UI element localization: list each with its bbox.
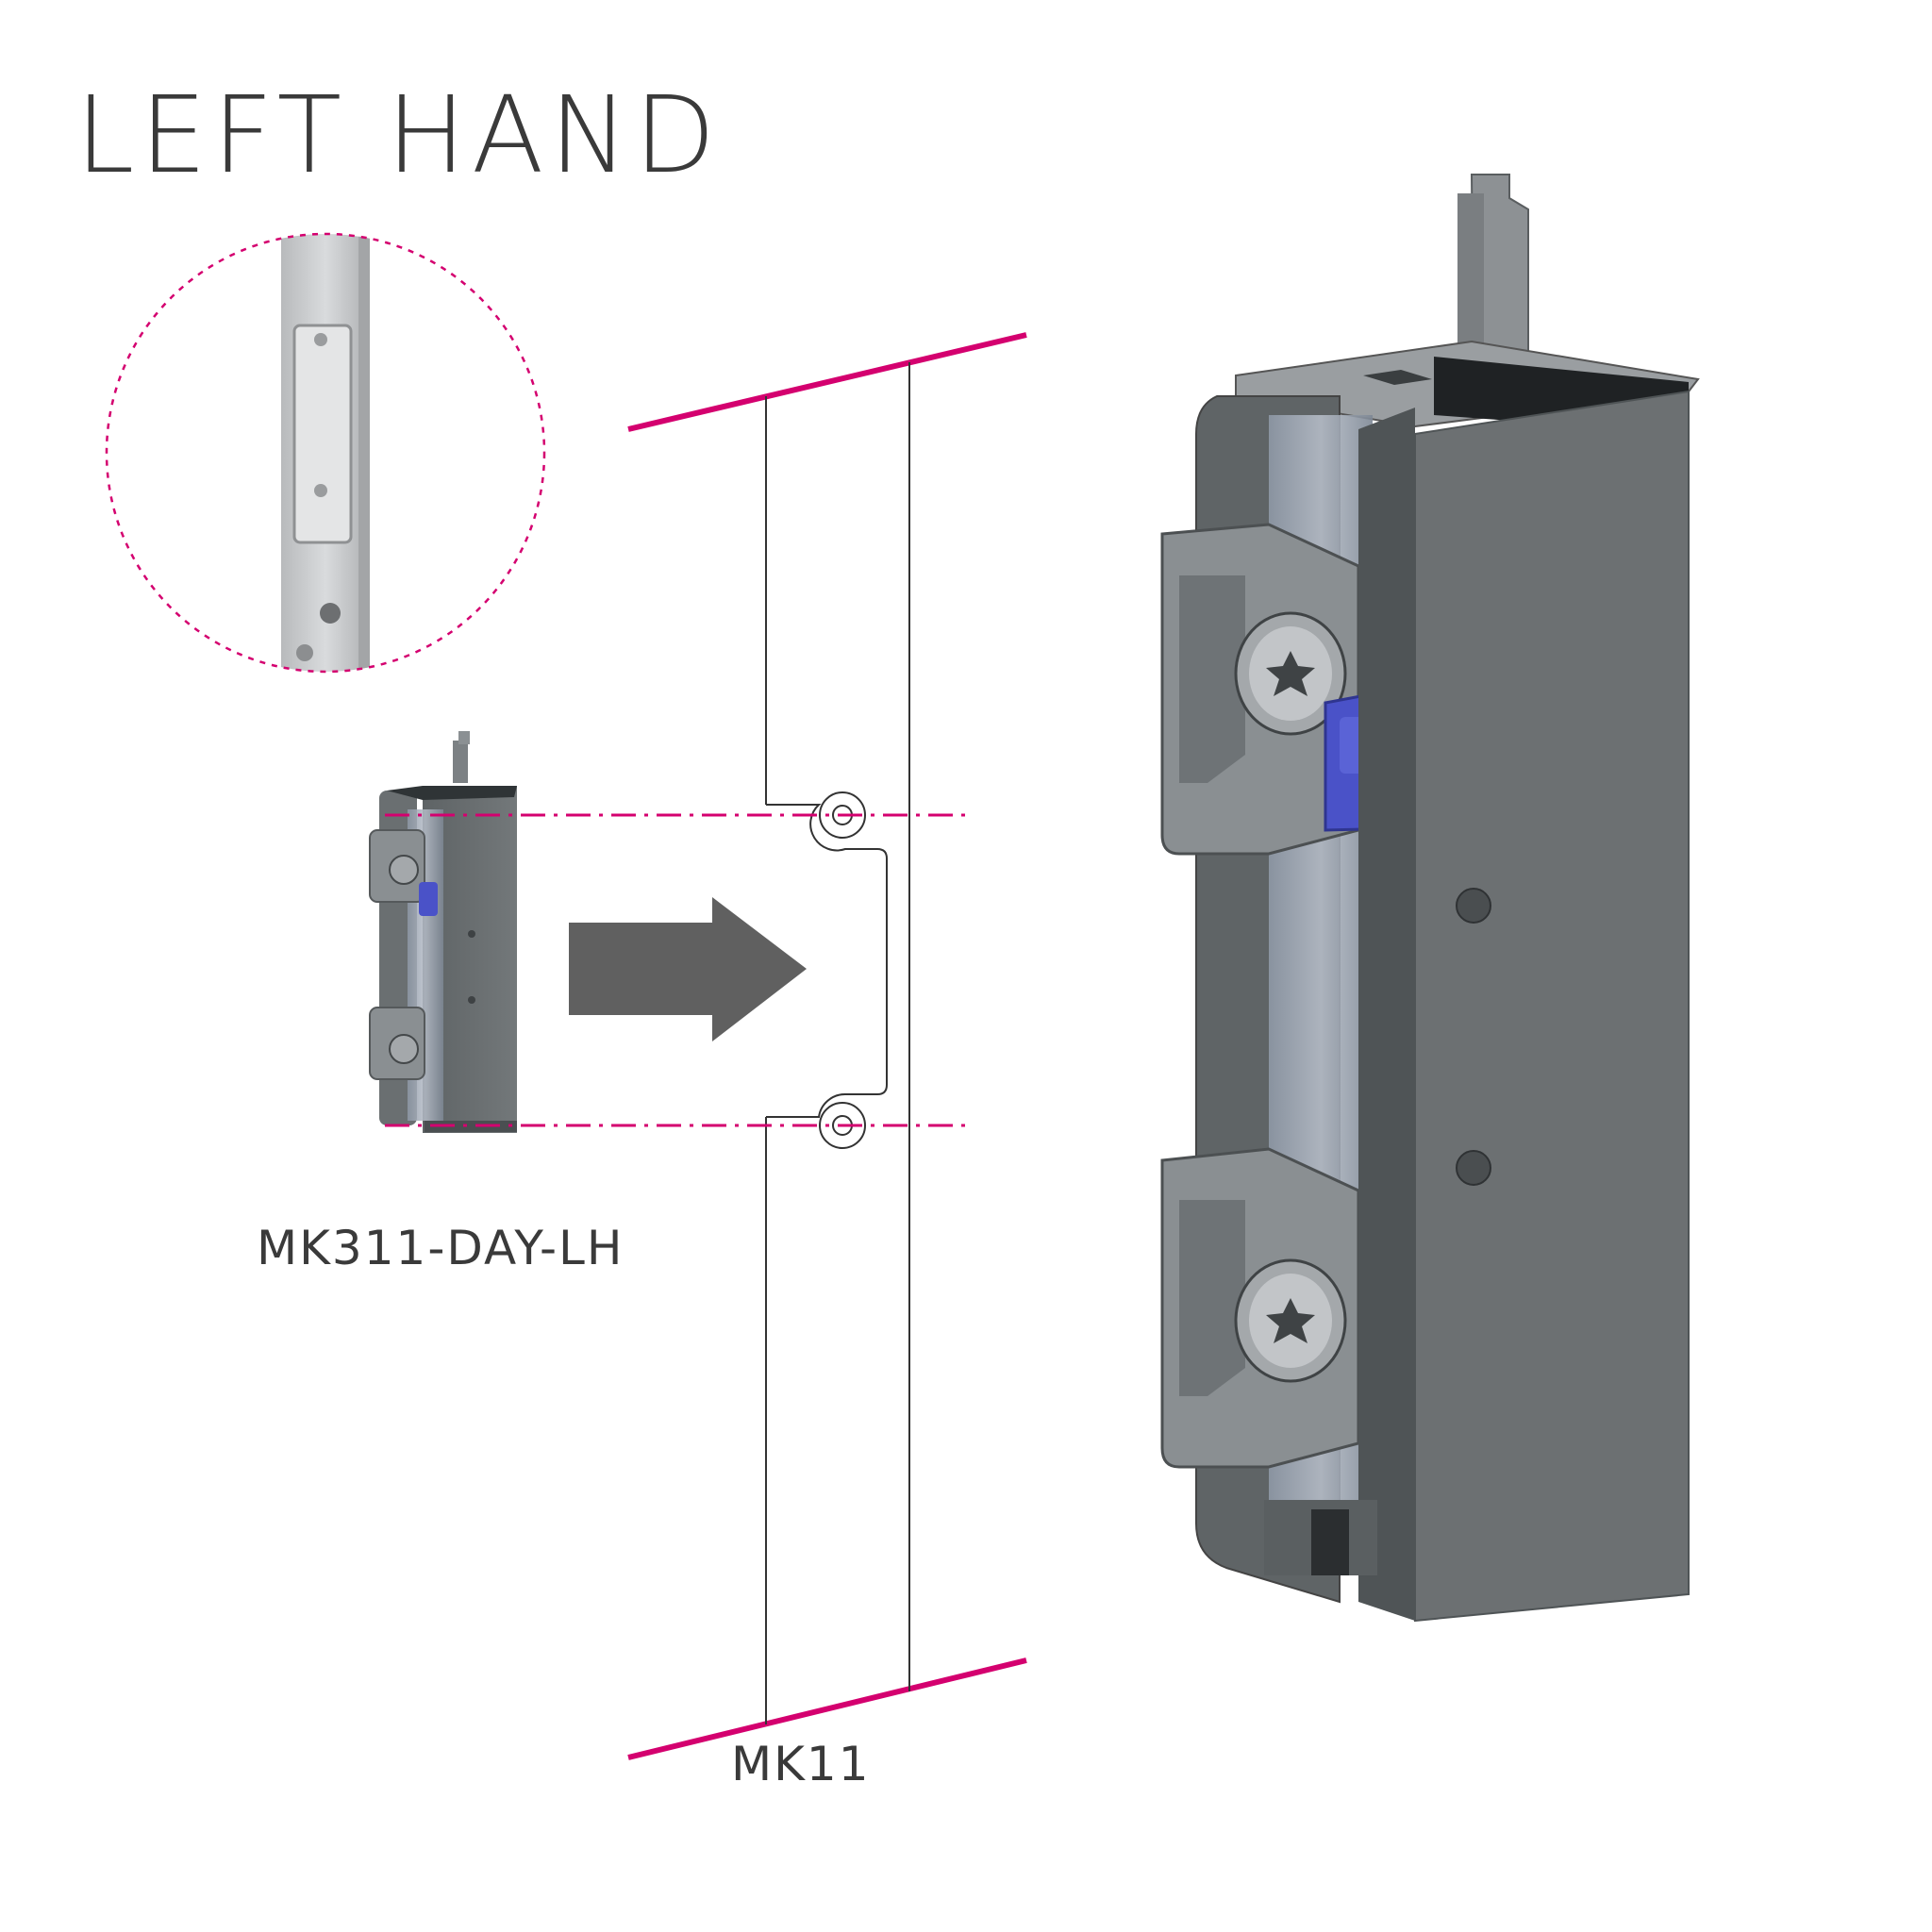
torx-screw-icon [1234,1258,1347,1383]
inset-hole [296,644,313,661]
lock-body-front [1414,390,1690,1623]
small-blue-button [419,882,438,916]
arrow-right-icon [569,897,807,1041]
inset-striker-plate [292,324,353,544]
small-screw-icon [389,1034,419,1064]
frame-outline [627,332,1027,1760]
body-hole [1456,888,1491,924]
small-part-label: MK311-DAY-LH [257,1221,625,1275]
detail-inset [105,232,546,674]
inset-screw-icon [314,333,327,346]
page-title: LEFT HAND [75,75,722,197]
inset-screw-icon [314,484,327,497]
small-lock-part [369,731,517,1133]
torx-screw-icon [1234,611,1347,736]
mortise-cutout [766,804,888,1118]
inset-hole [320,603,341,624]
frame-part-label: MK11 [731,1737,871,1791]
small-screw-icon [389,855,419,885]
bottom-cut-line [627,1657,1027,1760]
top-cut-line [627,332,1027,432]
inset-dashed-circle [105,232,546,674]
body-hole [1456,1150,1491,1186]
large-lock-part [1160,174,1700,1623]
